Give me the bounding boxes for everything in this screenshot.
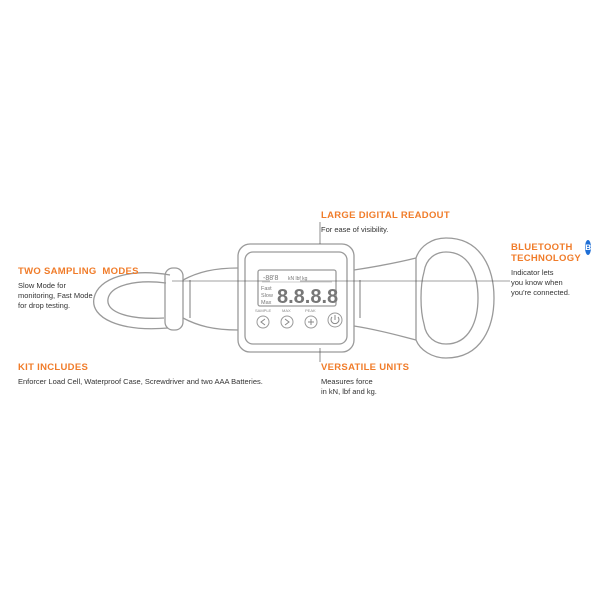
units-body-line2: in kN, lbf and kg.: [321, 387, 377, 396]
sampling-callout: TWO SAMPLING MODES Slow Mode for monitor…: [18, 266, 148, 311]
lcd-content: -88'8 kN lbf kg Fast Slow Max 8.8.8.8: [261, 275, 338, 308]
peak-button-label: PEAK: [305, 308, 316, 313]
right-arrow-icon: [284, 318, 290, 326]
sample-button-label: SAMPLE: [255, 308, 272, 313]
readout-heading: LARGE DIGITAL READOUT: [321, 210, 450, 221]
lcd-mode-fast: Fast: [261, 286, 272, 292]
left-arrow-icon: [260, 318, 266, 326]
sampling-heading: TWO SAMPLING MODES: [18, 266, 139, 277]
sampling-body-line3: for drop testing.: [18, 301, 71, 310]
kit-body: Enforcer Load Cell, Waterproof Case, Scr…: [18, 377, 263, 386]
readout-body: For ease of visibility.: [321, 225, 389, 234]
right-eye-shackle: [353, 237, 495, 359]
peak-button[interactable]: PEAK: [304, 308, 318, 329]
device-body: [237, 243, 355, 353]
power-icon: [330, 315, 340, 325]
lcd-indicators: kN lbf kg: [288, 276, 308, 282]
plus-icon: [308, 319, 314, 325]
bluetooth-callout: BLUETOOTH TECHNOLOGY ʙ Indicator lets yo…: [511, 240, 592, 298]
lcd-small-left: -88'8: [263, 275, 278, 282]
device-buttons: SAMPLE MAX PEAK: [255, 308, 343, 329]
units-body-line1: Measures force: [321, 377, 373, 386]
bluetooth-body-line1: Indicator lets: [511, 268, 554, 277]
lcd-mode-slow: Slow: [261, 293, 273, 299]
left-shackle: [93, 267, 239, 331]
lcd-mode-max: Max: [261, 300, 272, 306]
kit-heading: KIT INCLUDES: [18, 362, 89, 373]
bluetooth-heading-line2: TECHNOLOGY: [511, 253, 582, 264]
sampling-body-line2: monitoring, Fast Mode: [18, 291, 93, 300]
readout-callout: LARGE DIGITAL READOUT For ease of visibi…: [321, 210, 461, 235]
power-button[interactable]: [327, 312, 343, 328]
lcd-digits: 8.8.8.8: [277, 286, 338, 308]
sample-button[interactable]: SAMPLE: [255, 308, 272, 329]
bluetooth-icon: ʙ: [585, 240, 592, 255]
max-button[interactable]: MAX: [280, 308, 294, 329]
max-button-label: MAX: [282, 308, 291, 313]
units-callout: VERSATILE UNITS Measures force in kN, lb…: [321, 362, 441, 397]
bluetooth-body-line3: you're connected.: [511, 288, 570, 297]
leader-lines: [172, 222, 510, 362]
units-heading: VERSATILE UNITS: [321, 362, 410, 373]
kit-callout: KIT INCLUDES Enforcer Load Cell, Waterpr…: [18, 362, 278, 387]
sampling-body-line1: Slow Mode for: [18, 281, 66, 290]
lcd-screen: [257, 269, 337, 307]
bluetooth-heading-line1: BLUETOOTH: [511, 242, 573, 253]
bluetooth-body-line2: you know when: [511, 278, 563, 287]
